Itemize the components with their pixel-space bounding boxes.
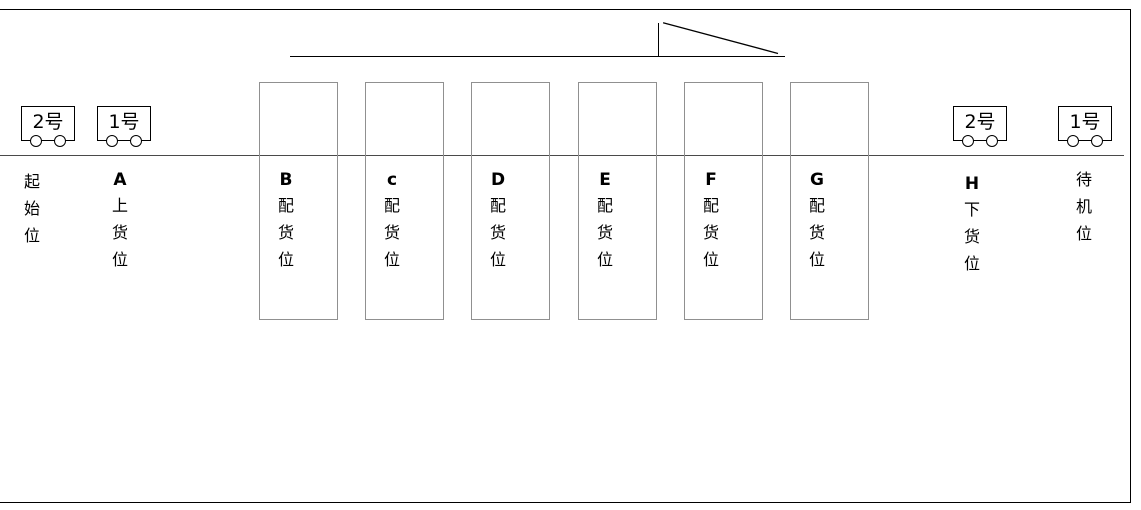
- rack-c-cjk: 配货位: [383, 196, 400, 269]
- rack-box-g[interactable]: [790, 82, 869, 320]
- wheel-icon: [130, 135, 142, 147]
- wheel-icon: [54, 135, 66, 147]
- cart-left-1[interactable]: 1号: [97, 106, 151, 147]
- rack-box-e[interactable]: [578, 82, 657, 320]
- rack-label-f: F 配货位: [689, 168, 733, 273]
- station-label-unload: H 下货位: [950, 172, 994, 277]
- rack-f-latin: F: [705, 170, 717, 190]
- rack-label-g: G 配货位: [795, 168, 839, 273]
- wheel-icon: [962, 135, 974, 147]
- rack-label-e: E 配货位: [583, 168, 627, 273]
- wheel-icon: [986, 135, 998, 147]
- rack-label-c: c 配货位: [370, 168, 414, 273]
- rack-b-cjk: 配货位: [277, 196, 294, 269]
- rack-g-latin: G: [810, 170, 824, 190]
- rack-b-latin: B: [279, 170, 293, 190]
- rack-d-latin: D: [490, 170, 506, 190]
- station-unload-latin: H: [964, 174, 980, 194]
- rack-box-d[interactable]: [471, 82, 550, 320]
- wheel-icon: [30, 135, 42, 147]
- station-label-load: A 上货位: [98, 168, 142, 273]
- overhead-rail-bar: [290, 56, 785, 57]
- rack-c-latin: c: [386, 170, 398, 190]
- cart-right-1[interactable]: 1号: [1058, 106, 1112, 147]
- rack-box-b[interactable]: [259, 82, 338, 320]
- rack-label-d: D 配货位: [476, 168, 520, 273]
- rack-label-b: B 配货位: [264, 168, 308, 273]
- station-label-start: 起始位: [10, 168, 54, 249]
- station-standby-cjk: 待机位: [1075, 170, 1092, 243]
- cart-left-1-label: 1号: [108, 111, 140, 133]
- wheel-icon: [1067, 135, 1079, 147]
- overhead-rail-diagonal-icon: [662, 22, 779, 55]
- station-start-cjk: 起始位: [23, 172, 40, 245]
- station-unload-cjk: 下货位: [963, 200, 980, 273]
- rack-e-latin: E: [599, 170, 611, 190]
- overhead-rail-post: [658, 23, 659, 57]
- rack-d-cjk: 配货位: [489, 196, 506, 269]
- cart-right-1-label: 1号: [1069, 111, 1101, 133]
- wheel-icon: [106, 135, 118, 147]
- rack-box-c[interactable]: [365, 82, 444, 320]
- rack-g-cjk: 配货位: [808, 196, 825, 269]
- rack-e-cjk: 配货位: [596, 196, 613, 269]
- station-load-latin: A: [113, 170, 127, 190]
- cart-left-2-label: 2号: [32, 111, 64, 133]
- main-track-line: [0, 155, 1124, 156]
- rack-f-cjk: 配货位: [702, 196, 719, 269]
- cart-left-2[interactable]: 2号: [21, 106, 75, 147]
- page-border: [0, 9, 1131, 503]
- cart-right-2-label: 2号: [964, 111, 996, 133]
- wheel-icon: [1091, 135, 1103, 147]
- cart-right-2[interactable]: 2号: [953, 106, 1007, 147]
- rack-box-f[interactable]: [684, 82, 763, 320]
- station-label-standby: 待机位: [1062, 166, 1106, 247]
- station-load-cjk: 上货位: [111, 196, 128, 269]
